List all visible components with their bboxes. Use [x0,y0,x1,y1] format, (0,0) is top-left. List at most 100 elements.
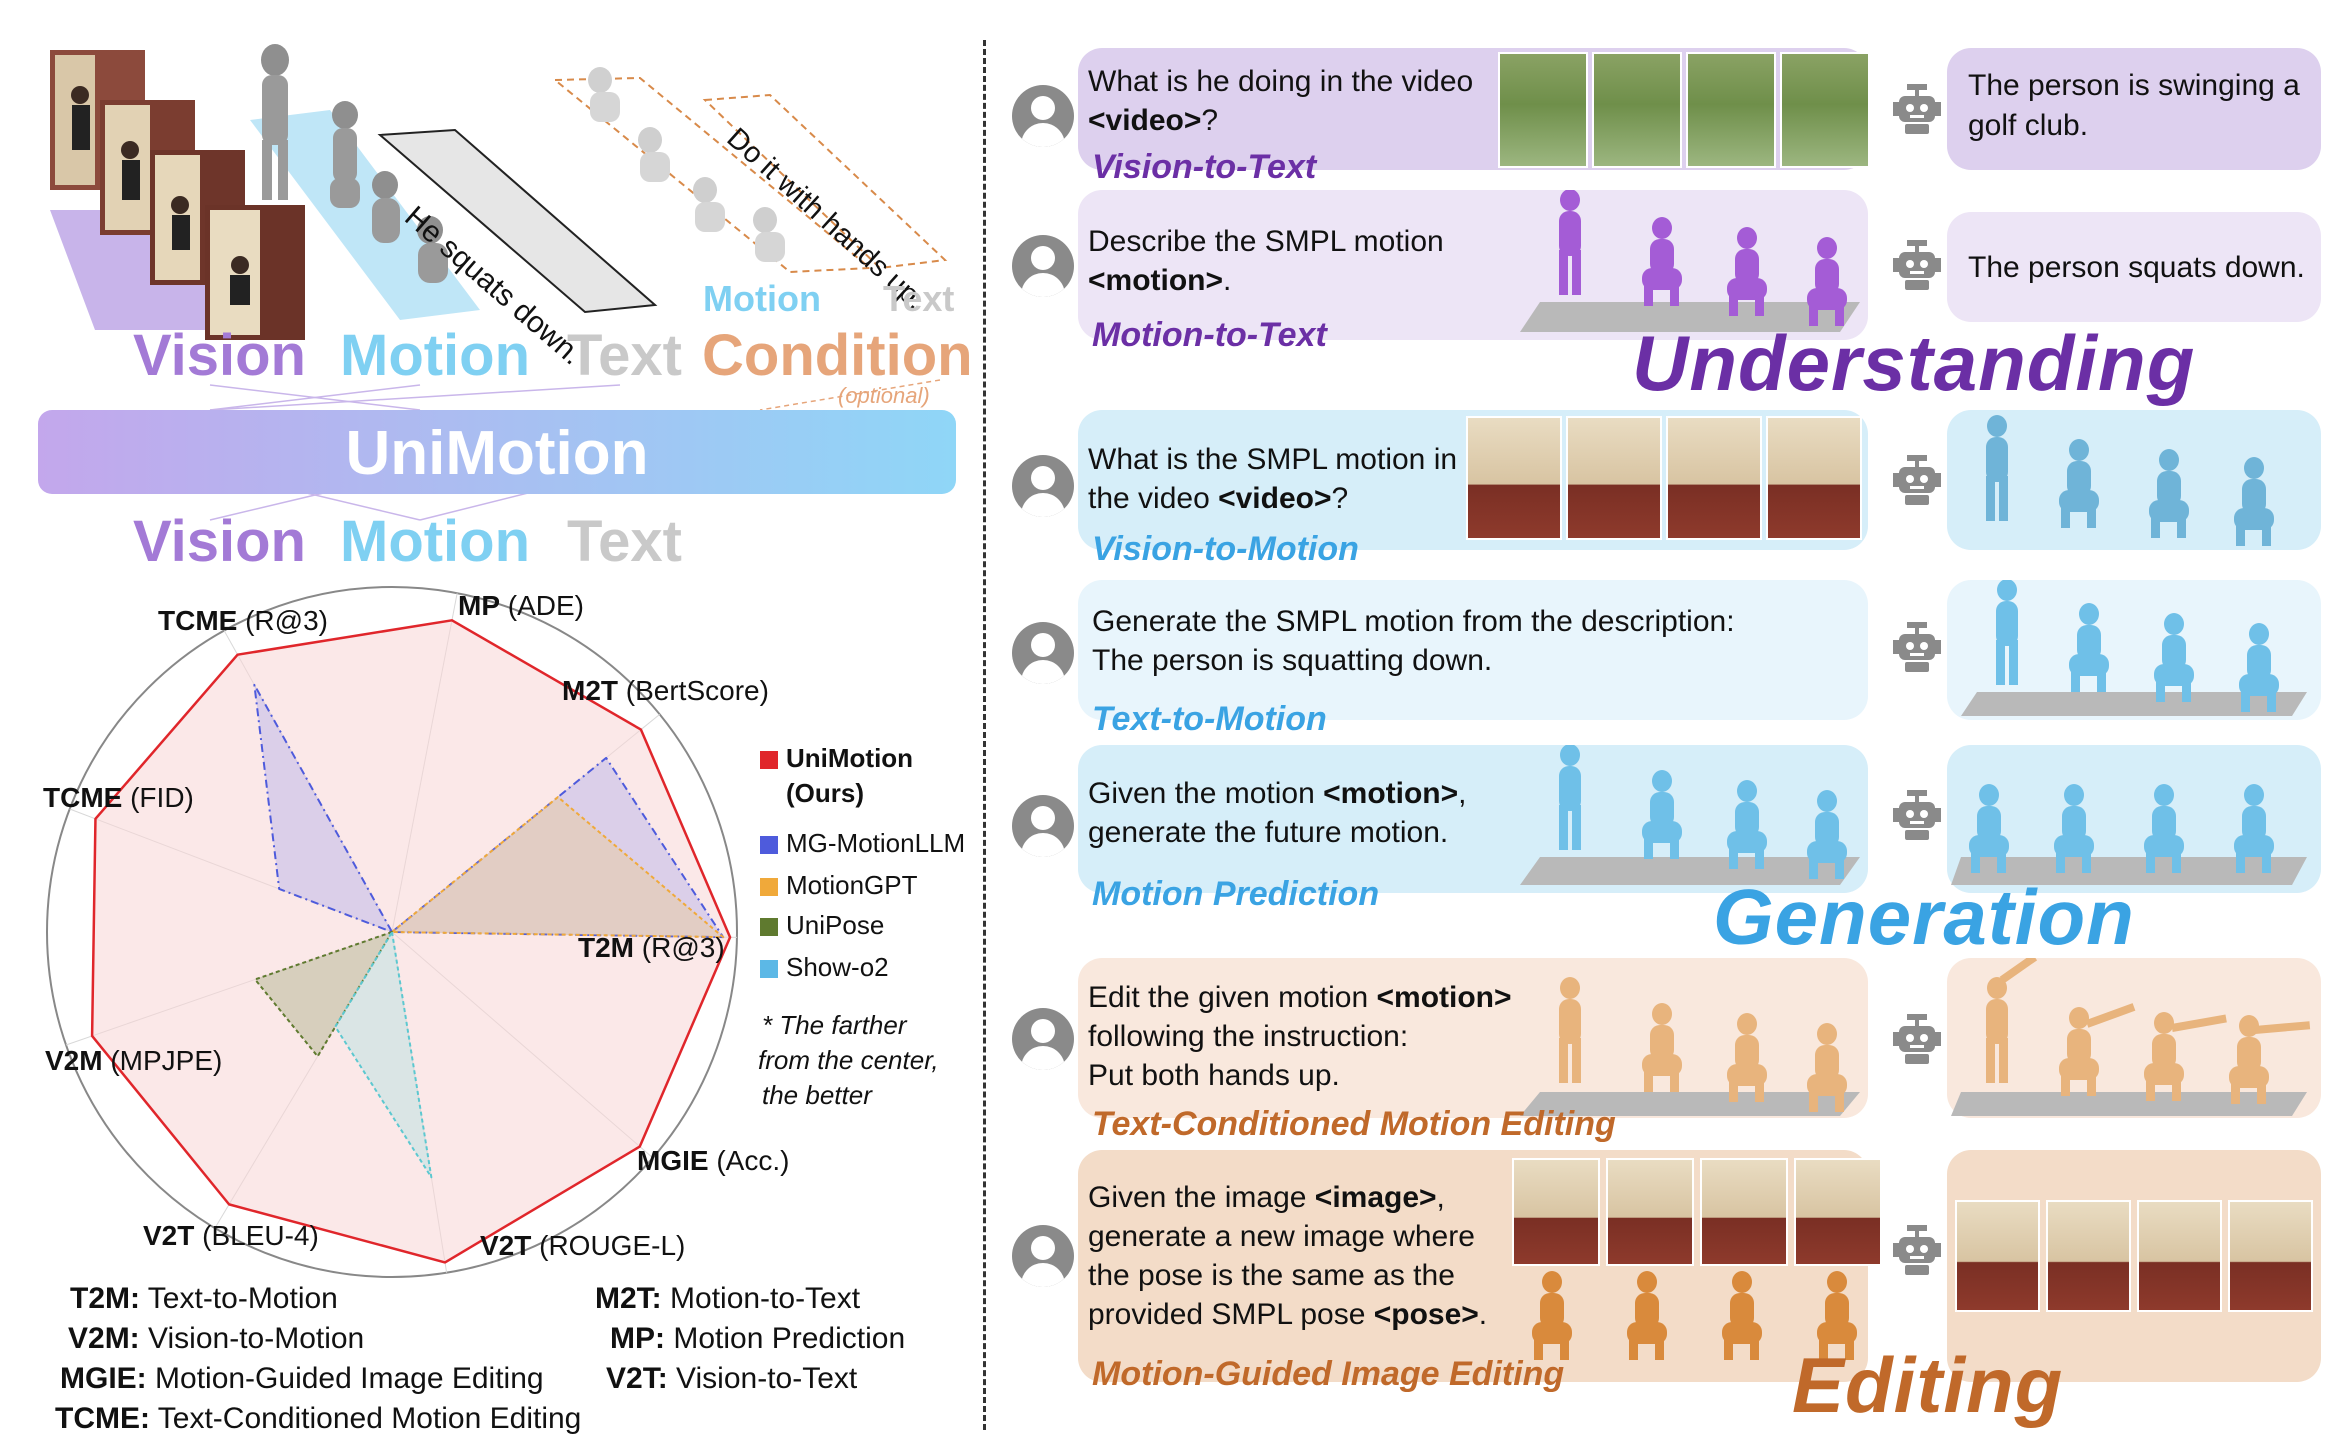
mgie-question: Given the image <image>, generate a new … [1088,1181,1488,1331]
m2t-question: Describe the SMPL motion<motion>. [1088,225,1444,297]
axis-label-mp: MP (ADE) [458,590,585,621]
m2t-motion-sequence [1520,190,1860,332]
pipeline-graphic [38,44,956,521]
input-motion-label: Motion [340,323,531,388]
image-frame [2228,1200,2313,1312]
mp-task-label: Motion Prediction [1092,875,1380,913]
optional-note: (optional) [838,383,930,408]
video-frame [1466,416,1562,540]
generation-section-label: Generation [1713,873,2135,961]
video-frame [1780,52,1870,168]
radar-note-2: from the center, [758,1045,939,1075]
mp-question: Given the motion <motion>,generate the f… [1088,777,1467,849]
abbr-tcme: TCME: Text-Conditioned Motion Editing [55,1402,582,1435]
abbreviation-list: T2M: Text-to-Motion V2M: Vision-to-Motio… [0,1270,990,1440]
robot-icon [1893,84,1941,134]
pipeline-figure: He squats down. Do it with hands up. Mot… [0,0,990,574]
user-avatar-icon [1012,795,1074,857]
unimotion-bar [38,410,956,494]
legend-unimotion-ours: (Ours) [786,778,864,808]
radar-series-1 [90,619,732,1264]
video-frame [1566,416,1662,540]
mp-motion-sequence [1520,745,1860,885]
abbr-v2t: V2T: Vision-to-Text [606,1362,858,1395]
axis-label-tcme-r3: TCME (R@3) [158,605,328,636]
video-frame [1766,416,1862,540]
v2t-video-frames [1498,52,1870,168]
mgie-output-frames [1955,1200,2313,1312]
abbr-v2m: V2M: Vision-to-Motion [68,1322,365,1355]
image-frame [2137,1200,2222,1312]
m2t-answer-panel [1947,212,2321,322]
user-avatar-icon [1012,85,1074,147]
legend-motiongpt: MotionGPT [760,870,918,901]
legend-show-o2: Show-o2 [760,952,889,983]
robot-icon [1893,790,1941,840]
mgie-task-label: Motion-Guided Image Editing [1092,1355,1565,1393]
radar-series-5 [334,931,433,1179]
robot-icon [1893,1225,1941,1275]
radar-chart: MP (ADE) M2T (BertScore) T2M (R@3) MGIE … [0,560,990,1280]
v2m-motion-sequence [1986,415,2274,546]
t2m-prompt-panel [1078,580,1868,720]
model-name: UniMotion [345,419,649,488]
condition-line [759,379,941,411]
abbr-mp: MP: Motion Prediction [610,1322,906,1355]
t2m-task-label: Text-to-Motion [1092,700,1327,738]
condition-text-label: Text [883,278,955,319]
v2t-answer-panel [1947,48,2321,170]
v2m-task-label: Vision-to-Motion [1092,530,1359,568]
robot-icon [1893,622,1941,672]
condition-frame-stack [552,67,873,274]
mp-future-motion [1951,784,2307,885]
radar-outer-circle [46,586,738,1278]
video-frame [1686,52,1776,168]
condition-motion-label: Motion [703,278,821,319]
user-avatar-icon [1012,455,1074,517]
user-avatar-icon [1012,1008,1074,1070]
v2m-video-frames [1466,416,1862,540]
motion-frame-stack [250,44,480,320]
output-vision-label: Vision [133,509,306,574]
image-frame [1955,1200,2040,1312]
legend-swatch [760,751,778,769]
robot-icon [1893,240,1941,290]
image-frame [1512,1158,1600,1266]
legend-swatch [760,960,778,978]
abbr-mgie: MGIE: Motion-Guided Image Editing [60,1362,544,1395]
mgie-input-frames [1512,1158,1882,1266]
tcme-motion-sequence [1520,977,1860,1116]
legend-unimotion: UniMotion [760,743,913,774]
video-frame [1666,416,1762,540]
radar-note-3: the better [762,1080,872,1110]
vision-frame-stack [50,50,305,340]
m2t-task-label: Motion-to-Text [1092,316,1327,354]
video-frame [1592,52,1682,168]
radar-note-1: * The farther [762,1010,907,1040]
axis-label-v2m: V2M (MPJPE) [45,1045,223,1076]
user-avatar-icon [1012,1225,1074,1287]
user-avatar-icon [1012,235,1074,297]
v2t-question: What is he doing in the video<video>? [1088,65,1474,137]
axis-label-m2t: M2T (BertScore) [562,675,769,706]
tcme-task-label: Text-Conditioned Motion Editing [1092,1105,1616,1143]
abbr-m2t: M2T: Motion-to-Text [595,1282,861,1315]
robot-icon [1893,455,1941,505]
legend-unipose: UniPose [760,910,884,941]
legend-swatch [760,878,778,896]
text-strip-2 [702,93,948,270]
axis-label-v2t-rouge: V2T (ROUGE-L) [480,1230,686,1261]
axis-label-t2m: T2M (R@3) [578,932,725,963]
input-text-label: Text [567,323,682,388]
editing-section-label: Editing [1792,1341,2064,1429]
axis-label-mgie: MGIE (Acc.) [637,1145,790,1176]
user-avatar-icon [1012,622,1074,684]
t2m-question: Generate the SMPL motion from the descri… [1092,605,1735,677]
tcme-edited-motion [1951,958,2311,1116]
image-frame [1700,1158,1788,1266]
axis-label-v2t-bleu: V2T (BLEU-4) [143,1220,319,1251]
text-strip-1 [377,128,658,314]
image-frame [2046,1200,2131,1312]
t2m-motion-sequence [1961,580,2307,716]
